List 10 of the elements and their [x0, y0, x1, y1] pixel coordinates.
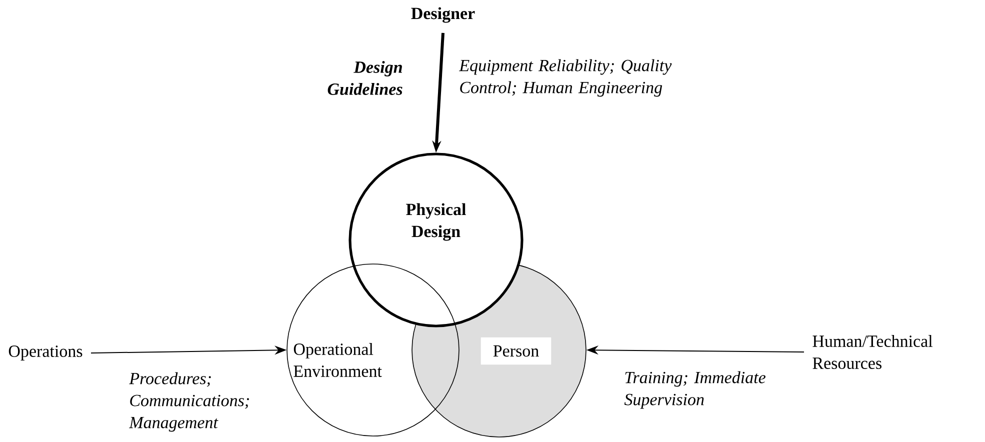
note-text: Equipment Reliability; Quality Control; Human Engineering — [459, 59, 672, 97]
source-label: Human/Technical Resources — [812, 335, 932, 369]
edge-label: Design Guidelines — [328, 61, 402, 95]
edge-label: Procedures; Communications; Management — [129, 372, 249, 432]
circle-label: Physical Design — [406, 203, 466, 241]
circle-label: Person — [480, 337, 552, 365]
edge-label: Training; Immediate Supervision — [624, 371, 766, 409]
circle-label: Operational Environment — [294, 343, 382, 377]
source-label: Designer — [411, 7, 475, 23]
source-label: Operations — [8, 346, 82, 360]
